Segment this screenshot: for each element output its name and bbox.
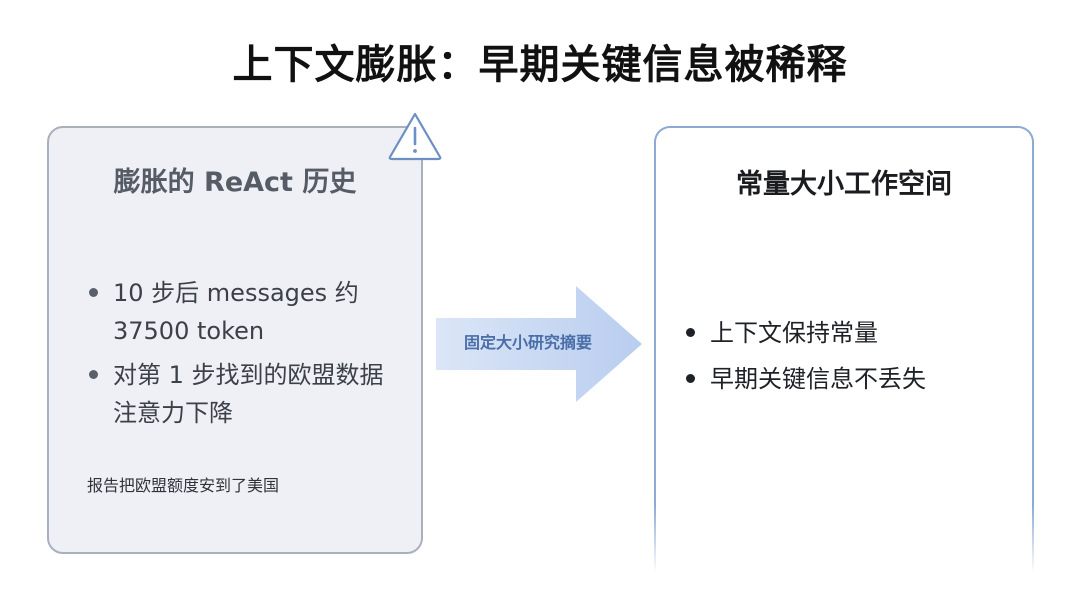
left-bullet-text: 10 步后 messages 约 37500 token	[113, 279, 359, 345]
right-bullet-list: 上下文保持常量 早期关键信息不丢失	[684, 314, 1004, 406]
page-title: 上下文膨胀：早期关键信息被稀释	[232, 42, 848, 88]
left-panel-heading: 膨胀的 ReAct 历史	[113, 167, 357, 198]
right-bullet-text: 上下文保持常量	[710, 319, 878, 347]
bullet-dot-icon	[686, 374, 695, 383]
list-item: 上下文保持常量	[684, 314, 1004, 352]
right-arrow-icon	[436, 286, 642, 402]
bullet-dot-icon	[89, 288, 98, 297]
panel-fade-overlay	[648, 505, 1040, 603]
left-bullet-text: 对第 1 步找到的欧盟数据注意力下降	[113, 361, 384, 427]
right-panel-heading: 常量大小工作空间	[736, 169, 952, 200]
arrow-label: 固定大小研究摘要	[463, 333, 592, 352]
left-panel-note: 报告把欧盟额度安到了美国	[87, 476, 280, 495]
left-bullet-list: 10 步后 messages 约 37500 token 对第 1 步找到的欧盟…	[87, 274, 387, 438]
warning-triangle-icon	[388, 112, 442, 161]
list-item: 对第 1 步找到的欧盟数据注意力下降	[87, 356, 387, 432]
list-item: 早期关键信息不丢失	[684, 360, 1004, 398]
list-item: 10 步后 messages 约 37500 token	[87, 274, 387, 350]
right-bullet-text: 早期关键信息不丢失	[710, 365, 926, 393]
bloated-history-panel: 膨胀的 ReAct 历史 10 步后 messages 约 37500 toke…	[47, 126, 423, 554]
bullet-dot-icon	[686, 328, 695, 337]
bullet-dot-icon	[89, 370, 98, 379]
